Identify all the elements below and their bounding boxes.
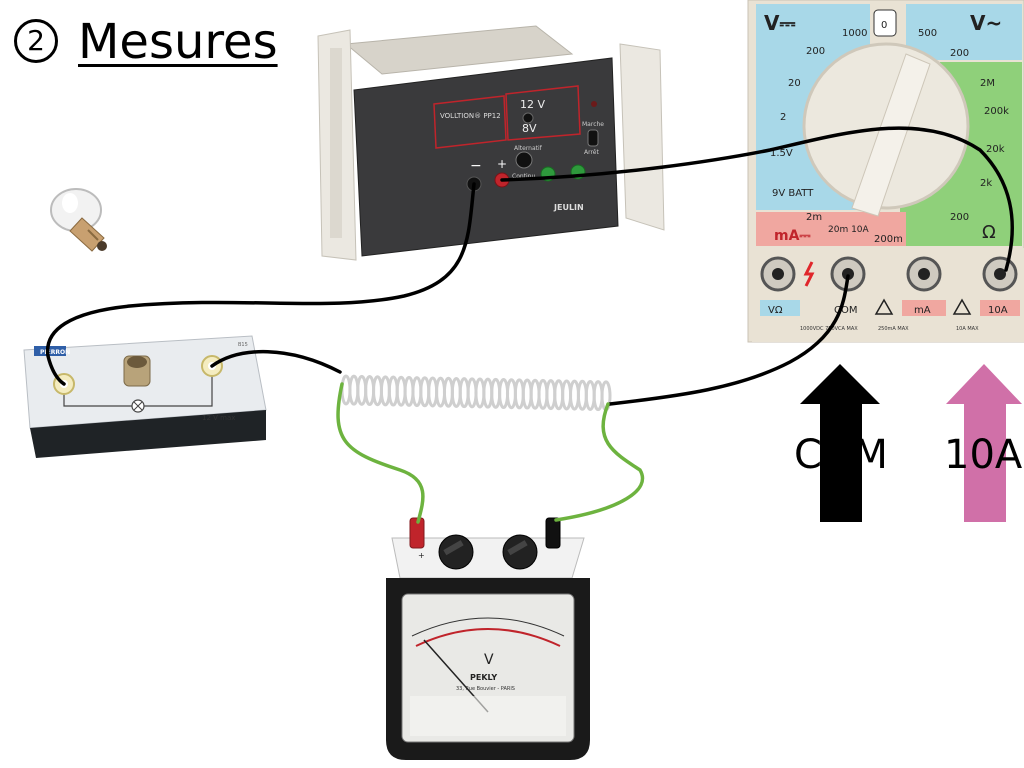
jack-ma[interactable] — [906, 256, 942, 292]
psu-voltage-top: 12 V — [520, 98, 545, 111]
jack-label-com: COM — [834, 305, 857, 316]
psu-brand: VOLLTION® PP12 — [440, 112, 501, 120]
dial-label-right-200: 200 — [950, 48, 969, 59]
ten-amp-arrow-label: 10A — [944, 432, 1023, 478]
dial-label-batt: 9V BATT — [772, 188, 814, 199]
dial-label-left-2: 2 — [780, 112, 786, 123]
voltmeter-minus-terminal[interactable] — [545, 517, 561, 549]
psu-power-switch[interactable] — [587, 129, 599, 147]
dial-label-off: 0 — [881, 20, 887, 31]
warning-triangle-icon — [874, 298, 894, 315]
wire-coil-to-com — [608, 274, 850, 406]
psu-continuous-label: Continu — [512, 173, 535, 180]
jack-10a[interactable] — [982, 256, 1018, 292]
voltmeter-brand: PEKLY — [470, 673, 497, 682]
dial-label-2M: 2M — [980, 78, 995, 89]
spring-coil — [340, 374, 612, 412]
lamp-board-brand: PIERRON — [40, 349, 70, 356]
psu-alternating-label: Alternatif — [514, 145, 543, 152]
danger-lightning-icon — [803, 261, 815, 287]
dial-label-2k: 2k — [980, 178, 992, 189]
wire-psu-to-lamp — [45, 182, 476, 386]
wire-lamp-to-coil — [210, 350, 342, 374]
com-arrow-label: COM — [794, 432, 888, 478]
voltmeter-range-knob-1[interactable] — [438, 534, 474, 570]
psu-minus-label: − — [470, 158, 482, 174]
lamp-board: PIERRON B15 12 V max — [23, 335, 267, 458]
wire-psu-to-10a — [500, 126, 1014, 272]
dial-label-2m: 2m — [806, 212, 822, 223]
wire-voltmeter-plus — [336, 382, 425, 524]
title-text: Mesures — [78, 14, 278, 70]
psu-plus-label: + — [497, 157, 507, 171]
psu-off-label: Arrêt — [584, 149, 599, 156]
ten-amp-arrow — [946, 364, 1022, 522]
psu-voltage-bottom: 8V — [522, 122, 537, 135]
voltmeter-unit: V — [484, 652, 494, 668]
dial-label-ohm: Ω — [982, 222, 996, 243]
dial-label-20m-10a: 20m 10A — [828, 225, 870, 235]
dial-label-right-200b: 200 — [950, 212, 969, 223]
jack-note-10a: 10A MAX — [956, 326, 979, 332]
wire-voltmeter-minus — [554, 402, 645, 522]
page-title: 2 Mesures — [14, 14, 278, 70]
psu-on-label: Marche — [582, 121, 604, 128]
power-supply: VOLLTION® PP12 12 V 8V Alternatif Contin… — [317, 25, 665, 261]
jack-com[interactable] — [830, 256, 866, 292]
step-number-badge: 2 — [14, 19, 58, 63]
dial-label-vac: V~ — [970, 11, 1002, 35]
jack-vohm[interactable] — [760, 256, 796, 292]
multimeter: V⎓ 1000 0 500 V~ 200 20 2 1.5V 9V BATT 2… — [747, 0, 1024, 343]
lamp-board-code: B15 — [238, 342, 248, 348]
jack-label-ma: mA — [914, 305, 931, 316]
lamp-board-rating: 12 V max — [202, 414, 235, 422]
dial-label-1000: 1000 — [842, 28, 867, 39]
jack-note-ma: 250mA MAX — [878, 326, 909, 332]
wires — [45, 126, 1014, 524]
voltmeter-address: 33, Rue Bouvier - PARIS — [456, 686, 515, 692]
analog-voltmeter: + V PEKLY 33, Rue Bouvier - PARIS — [386, 517, 590, 760]
com-arrow — [800, 364, 880, 522]
dial-label-left-20: 20 — [788, 78, 801, 89]
jack-label-vohm: VΩ — [768, 305, 783, 316]
dial-label-200m: 200m — [874, 234, 903, 245]
voltmeter-plus-terminal[interactable] — [409, 517, 425, 549]
psu-mode-knob[interactable] — [515, 151, 533, 169]
voltmeter-plus-label: + — [418, 551, 425, 560]
light-bulb — [50, 188, 107, 252]
warning-triangle-icon-2 — [952, 298, 972, 315]
dial-label-1-5v: 1.5V — [770, 148, 793, 159]
dial-label-ma-dc: mA⎓ — [774, 228, 811, 244]
dial-label-200k: 200k — [984, 106, 1009, 117]
dial-label-left-200: 200 — [806, 46, 825, 57]
dial-label-20k: 20k — [986, 144, 1005, 155]
voltmeter-range-knob-2[interactable] — [502, 534, 538, 570]
psu-maker: JEULIN — [553, 203, 584, 212]
jack-label-10a: 10A — [988, 305, 1008, 316]
dial-label-500: 500 — [918, 28, 937, 39]
dial-label-vdc: V⎓ — [764, 11, 795, 35]
